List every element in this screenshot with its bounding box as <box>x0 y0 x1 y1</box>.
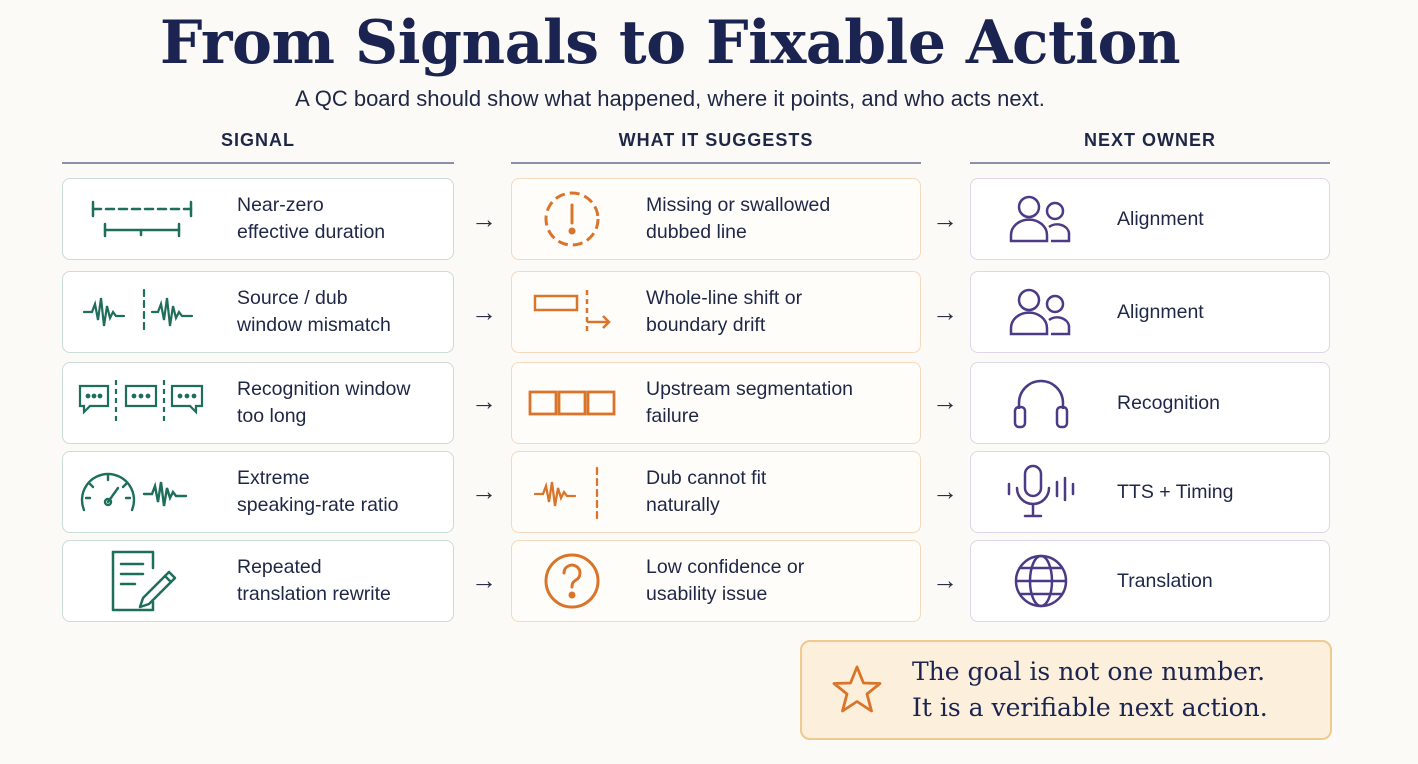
suggests-card: Missing or swallowed dubbed line <box>511 178 921 260</box>
signal-text: Source / dub window mismatch <box>237 287 391 336</box>
signal-text: Recognition window too long <box>237 378 411 427</box>
flow-arrow: → <box>932 386 958 416</box>
signal-text: Repeated translation rewrite <box>237 556 391 605</box>
goal-text: The goal is not one number. It is a veri… <box>912 654 1268 726</box>
globe-icon <box>971 552 1111 610</box>
flow-arrow: → <box>471 565 497 595</box>
suggests-card: Whole-line shift or boundary drift <box>511 271 921 353</box>
owner-text: Alignment <box>1117 207 1204 230</box>
suggests-text: Upstream segmentation failure <box>646 378 854 427</box>
suggests-text: Missing or swallowed dubbed line <box>646 194 831 243</box>
signal-card: Recognition window too long <box>62 362 454 444</box>
exclamation-circle-icon <box>512 187 632 251</box>
headphones-icon <box>971 373 1111 433</box>
suggests-text: Low confidence or usability issue <box>646 556 805 605</box>
suggests-text: Dub cannot fit naturally <box>646 467 767 516</box>
star-icon <box>802 663 912 717</box>
users-icon <box>971 191 1111 247</box>
page-title: From Signals to Fixable Action <box>159 8 1181 78</box>
flow-arrow: → <box>932 204 958 234</box>
signal-card: Repeated translation rewrite <box>62 540 454 622</box>
suggests-card: Dub cannot fit naturally <box>511 451 921 533</box>
owner-card: TTS + Timing <box>970 451 1330 533</box>
signal-card: Extreme speaking-rate ratio <box>62 451 454 533</box>
flow-arrow: → <box>471 297 497 327</box>
owner-text: TTS + Timing <box>1117 480 1234 503</box>
signal-text: Extreme speaking-rate ratio <box>237 467 399 516</box>
owner-card: Recognition <box>970 362 1330 444</box>
flow-arrow: → <box>932 476 958 506</box>
signal-card: Near-zero effective duration <box>62 178 454 260</box>
signal-text: Near-zero effective duration <box>237 194 386 243</box>
owner-card: Translation <box>970 540 1330 622</box>
goal-line-1: The goal is not one number. <box>912 657 1266 686</box>
owner-text: Recognition <box>1117 391 1220 414</box>
column-header-signal: SIGNAL <box>62 130 454 164</box>
flow-arrow: → <box>932 297 958 327</box>
signal-card: Source / dub window mismatch <box>62 271 454 353</box>
suggests-text: Whole-line shift or boundary drift <box>646 287 803 336</box>
flow-arrow: → <box>471 476 497 506</box>
speedometer-icon <box>63 464 223 520</box>
users-icon <box>971 284 1111 340</box>
page-subtitle: A QC board should show what happened, wh… <box>295 86 1045 111</box>
flow-arrow: → <box>471 386 497 416</box>
goal-callout: The goal is not one number. It is a veri… <box>800 640 1332 740</box>
question-circle-icon <box>512 549 632 613</box>
owner-text: Alignment <box>1117 300 1204 323</box>
column-header-owner: NEXT OWNER <box>970 130 1330 164</box>
suggests-card: Low confidence or usability issue <box>511 540 921 622</box>
segments-icon <box>512 386 632 420</box>
edit-document-icon <box>63 548 223 614</box>
waveform-split-icon <box>63 284 223 340</box>
owner-card: Alignment <box>970 271 1330 353</box>
flow-arrow: → <box>932 565 958 595</box>
goal-line-2: It is a verifiable next action. <box>912 693 1268 722</box>
flow-arrow: → <box>471 204 497 234</box>
speech-bubbles-icon <box>63 378 223 428</box>
suggests-card: Upstream segmentation failure <box>511 362 921 444</box>
duration-bracket-icon <box>63 194 223 244</box>
column-header-suggests: WHAT IT SUGGESTS <box>511 130 921 164</box>
owner-text: Translation <box>1117 569 1213 592</box>
shift-arrow-icon <box>512 282 632 342</box>
waveform-limit-icon <box>512 462 632 522</box>
owner-card: Alignment <box>970 178 1330 260</box>
microphone-icon <box>971 462 1111 522</box>
